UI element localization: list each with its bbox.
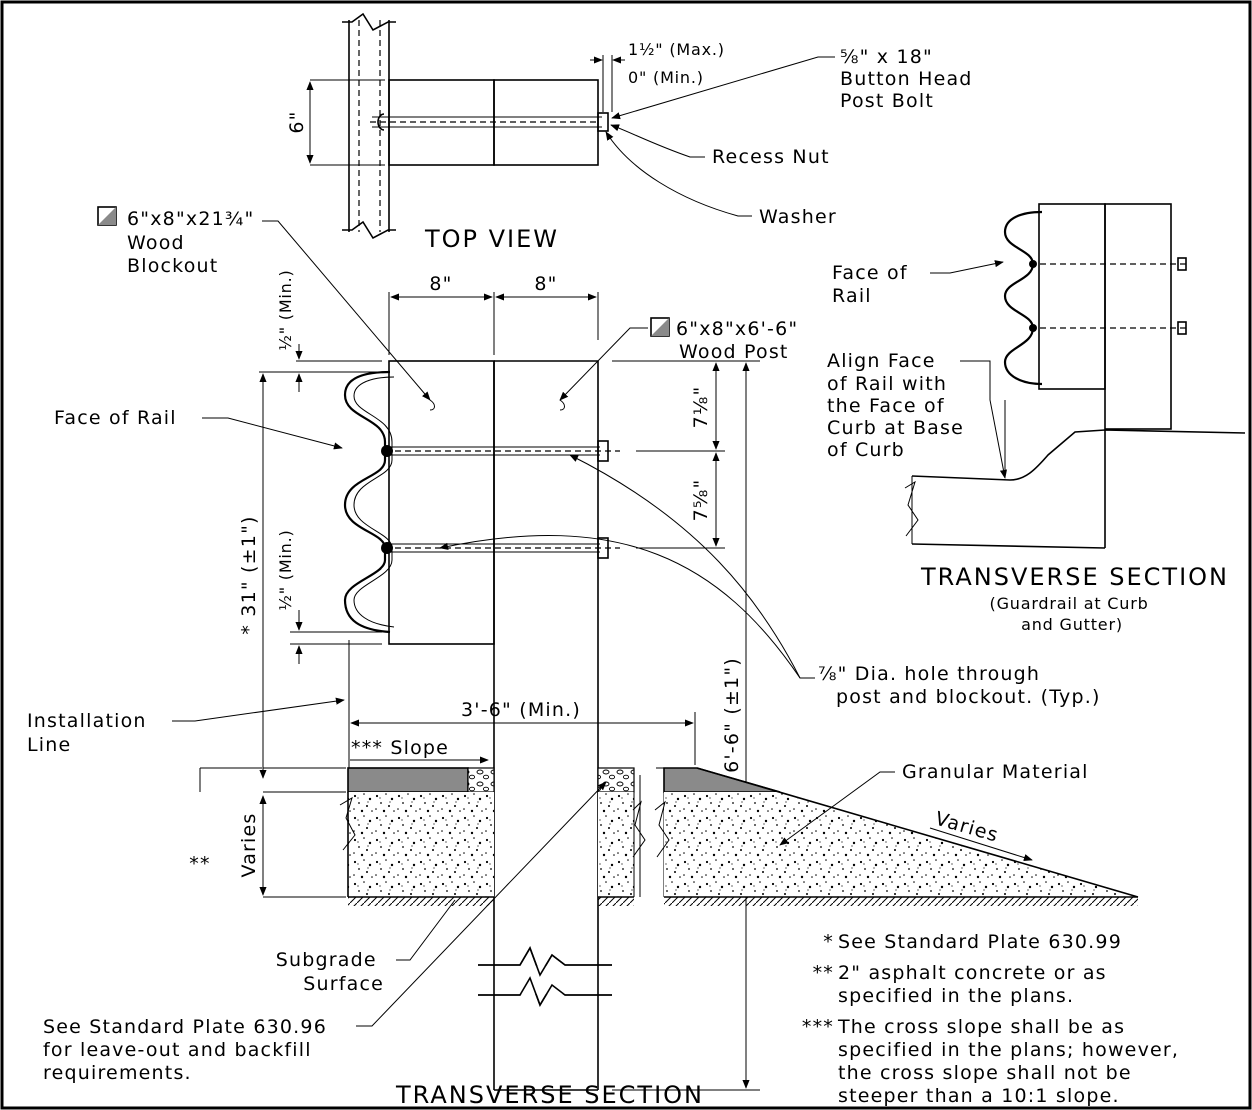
curb-section-title: TRANSVERSE SECTION bbox=[920, 563, 1229, 591]
asphalt-mark: ** bbox=[189, 853, 210, 875]
installation-line-label: Installation Line bbox=[27, 710, 154, 756]
rail-height-dim: * 31" (±1") bbox=[238, 515, 260, 634]
main-section-title: TRANSVERSE SECTION bbox=[395, 1081, 704, 1109]
note2-text: 2" asphalt concrete or as specified in t… bbox=[838, 962, 1114, 1007]
slope-label: *** Slope bbox=[351, 737, 449, 759]
top-view: 6" 1½" (Max.) 0" (Min.) ⅝" x 18" Button … bbox=[286, 12, 980, 253]
post-length-dim: 6'-6" (±1") bbox=[721, 657, 743, 773]
varies-left-label: Varies bbox=[238, 812, 260, 877]
lower-bolt-dim: 7⅝" bbox=[690, 479, 712, 522]
bolt-label: ⅝" x 18" Button Head Post Bolt bbox=[840, 46, 980, 112]
w-beam-rail bbox=[343, 370, 391, 634]
hole-note: ⅞" Dia. hole through post and blockout. … bbox=[818, 663, 1101, 708]
top-view-width-dim: 6" bbox=[286, 110, 308, 133]
align-note: Align Face of Rail with the Face of Curb… bbox=[827, 350, 971, 461]
blockout bbox=[388, 360, 495, 645]
offset-dim: 3'-6" (Min.) bbox=[461, 699, 581, 721]
gap-max-dim: 1½" (Max.) bbox=[628, 40, 725, 59]
bottom-clearance-dim: ½" (Min.) bbox=[276, 529, 295, 610]
top-view-title: TOP VIEW bbox=[424, 225, 559, 253]
granular-label: Granular Material bbox=[902, 761, 1089, 783]
notes: * See Standard Plate 630.99 ** 2" asphal… bbox=[802, 931, 1186, 1107]
blockout-label: 6"x8"x21¾" Wood Blockout bbox=[127, 208, 262, 277]
main-transverse-section: 8" 8" 6"x8"x21¾" Wood Blockout 6"x8"x6'-… bbox=[27, 206, 1139, 1109]
upper-bolt-dim: 7⅛" bbox=[690, 386, 712, 429]
curb-transverse-section: Face of Rail Align Face of Rail with the… bbox=[827, 203, 1246, 634]
post-label: 6"x8"x6'-6" Wood Post bbox=[676, 318, 806, 363]
note2-mark: ** bbox=[813, 962, 834, 984]
top-clearance-dim: ½" (Min.) bbox=[276, 269, 295, 350]
recess-nut-label: Recess Nut bbox=[712, 146, 830, 168]
curb-face-of-rail-label: Face of Rail bbox=[832, 262, 915, 307]
note1-mark: * bbox=[823, 931, 834, 953]
subgrade-label: Subgrade Surface bbox=[276, 949, 384, 995]
plate-note: See Standard Plate 630.96 for leave-out … bbox=[43, 1016, 334, 1084]
face-of-rail-label: Face of Rail bbox=[54, 407, 177, 429]
note1-text: See Standard Plate 630.99 bbox=[838, 931, 1122, 953]
note3-mark: *** bbox=[802, 1016, 834, 1038]
washer-label: Washer bbox=[759, 206, 837, 228]
post-width-dim: 8" bbox=[534, 273, 557, 295]
blockout-width-dim: 8" bbox=[429, 273, 452, 295]
gap-min-dim: 0" (Min.) bbox=[628, 68, 704, 87]
curb-section-subtitle: (Guardrail at Curb and Gutter) bbox=[990, 594, 1155, 634]
note3-text: The cross slope shall be as specified in… bbox=[837, 1016, 1186, 1107]
